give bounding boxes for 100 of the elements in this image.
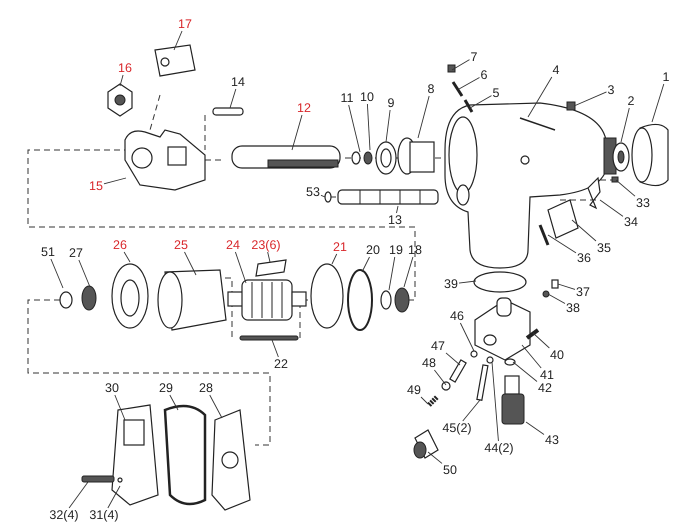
leader-line — [470, 95, 492, 108]
leader-line — [526, 422, 544, 435]
callout-number: 28 — [198, 381, 214, 395]
callout-number: 34 — [623, 215, 639, 229]
leader-line — [230, 88, 236, 108]
leader-line — [120, 74, 124, 86]
leader-line — [174, 30, 182, 50]
leader-line — [124, 252, 130, 262]
leader-line — [388, 256, 396, 290]
leader-line — [107, 486, 120, 508]
callout-number: 10 — [359, 90, 375, 104]
leader-line — [458, 77, 480, 90]
callout-number: 45(2) — [441, 421, 473, 435]
leader-line — [267, 252, 270, 262]
leader-line — [572, 220, 596, 242]
leader-line — [104, 178, 126, 184]
leader-line — [348, 104, 360, 152]
callout-number: 33 — [635, 196, 651, 210]
leader-line — [548, 294, 566, 304]
leader-line — [420, 396, 428, 404]
callout-number: 44(2) — [483, 441, 515, 455]
callout-number: 37 — [575, 285, 591, 299]
callout-number: 8 — [426, 82, 436, 96]
leader-line — [462, 400, 480, 422]
leader-line — [184, 252, 196, 276]
callout-number: 14 — [230, 75, 246, 89]
callout-number: 23(6) — [250, 238, 282, 252]
leader-line — [50, 258, 64, 288]
leader-line — [68, 482, 88, 508]
callout-number: 46 — [449, 309, 465, 323]
callout-number: 38 — [565, 301, 581, 315]
callout-number: 43 — [544, 433, 560, 447]
callout-number: 36 — [576, 251, 592, 265]
leader-line — [114, 394, 126, 420]
callout-number: 4 — [552, 63, 560, 77]
leader-line — [272, 340, 279, 358]
callout-number: 48 — [421, 356, 437, 370]
leader-line — [512, 362, 538, 382]
leader-line — [418, 96, 430, 138]
leader-line — [452, 59, 470, 70]
leader-line — [169, 394, 178, 410]
leader-line — [492, 362, 499, 442]
callout-number: 2 — [626, 94, 636, 108]
leader-line — [362, 256, 370, 272]
leader-line — [532, 332, 550, 348]
callout-number: 5 — [492, 86, 500, 100]
leader-line — [234, 252, 246, 284]
leader-line — [548, 234, 576, 254]
leader-line — [558, 284, 576, 290]
callout-number: 51 — [40, 245, 56, 259]
leader-line — [332, 254, 338, 264]
callout-number: 29 — [158, 381, 174, 395]
leader-line — [574, 92, 607, 106]
callout-number: 53 — [305, 185, 321, 199]
callout-number: 25 — [173, 238, 189, 252]
callout-number: 49 — [406, 383, 422, 397]
callout-number: 40 — [549, 348, 565, 362]
leader-line — [652, 84, 664, 122]
callout-number: 11 — [340, 91, 354, 105]
callout-number: 18 — [407, 243, 423, 257]
callout-number: 32(4) — [48, 508, 80, 522]
callout-number: 35 — [596, 241, 612, 255]
callout-number: 27 — [68, 246, 84, 260]
leader-line — [78, 260, 90, 288]
callout-number: 15 — [88, 179, 104, 193]
callout-number: 31(4) — [88, 508, 120, 522]
leader-line — [320, 194, 326, 198]
leader-line — [386, 110, 391, 142]
leader-line — [446, 352, 460, 366]
leader-line — [428, 452, 442, 464]
callout-number: 21 — [332, 240, 348, 254]
leader-line — [396, 206, 398, 214]
callout-number: 22 — [273, 357, 289, 371]
callout-number: 13 — [387, 213, 403, 227]
callout-number: 26 — [112, 238, 128, 252]
leader-line — [528, 76, 552, 118]
callout-number: 20 — [365, 243, 381, 257]
callout-number: 17 — [177, 17, 193, 31]
callout-number: 12 — [296, 101, 312, 115]
callout-number: 41 — [539, 368, 555, 382]
callout-number: 42 — [537, 381, 553, 395]
leader-line — [616, 180, 636, 197]
callout-number: 16 — [117, 61, 133, 75]
leader-line — [404, 256, 414, 288]
leader-line — [600, 200, 624, 217]
leader-line — [522, 344, 542, 368]
leader-line — [209, 394, 222, 418]
callout-number: 9 — [386, 96, 396, 110]
callout-number: 1 — [662, 70, 670, 84]
leader-line — [460, 322, 474, 352]
callout-number: 39 — [443, 277, 459, 291]
callout-number: 6 — [480, 68, 488, 82]
leader-line — [434, 370, 446, 386]
callout-number: 50 — [442, 463, 458, 477]
callout-number: 30 — [104, 381, 120, 395]
leader-line — [458, 280, 476, 284]
leader-line — [292, 114, 302, 150]
callout-number: 19 — [388, 243, 404, 257]
callout-number: 7 — [470, 50, 478, 64]
callout-number: 47 — [430, 339, 446, 353]
